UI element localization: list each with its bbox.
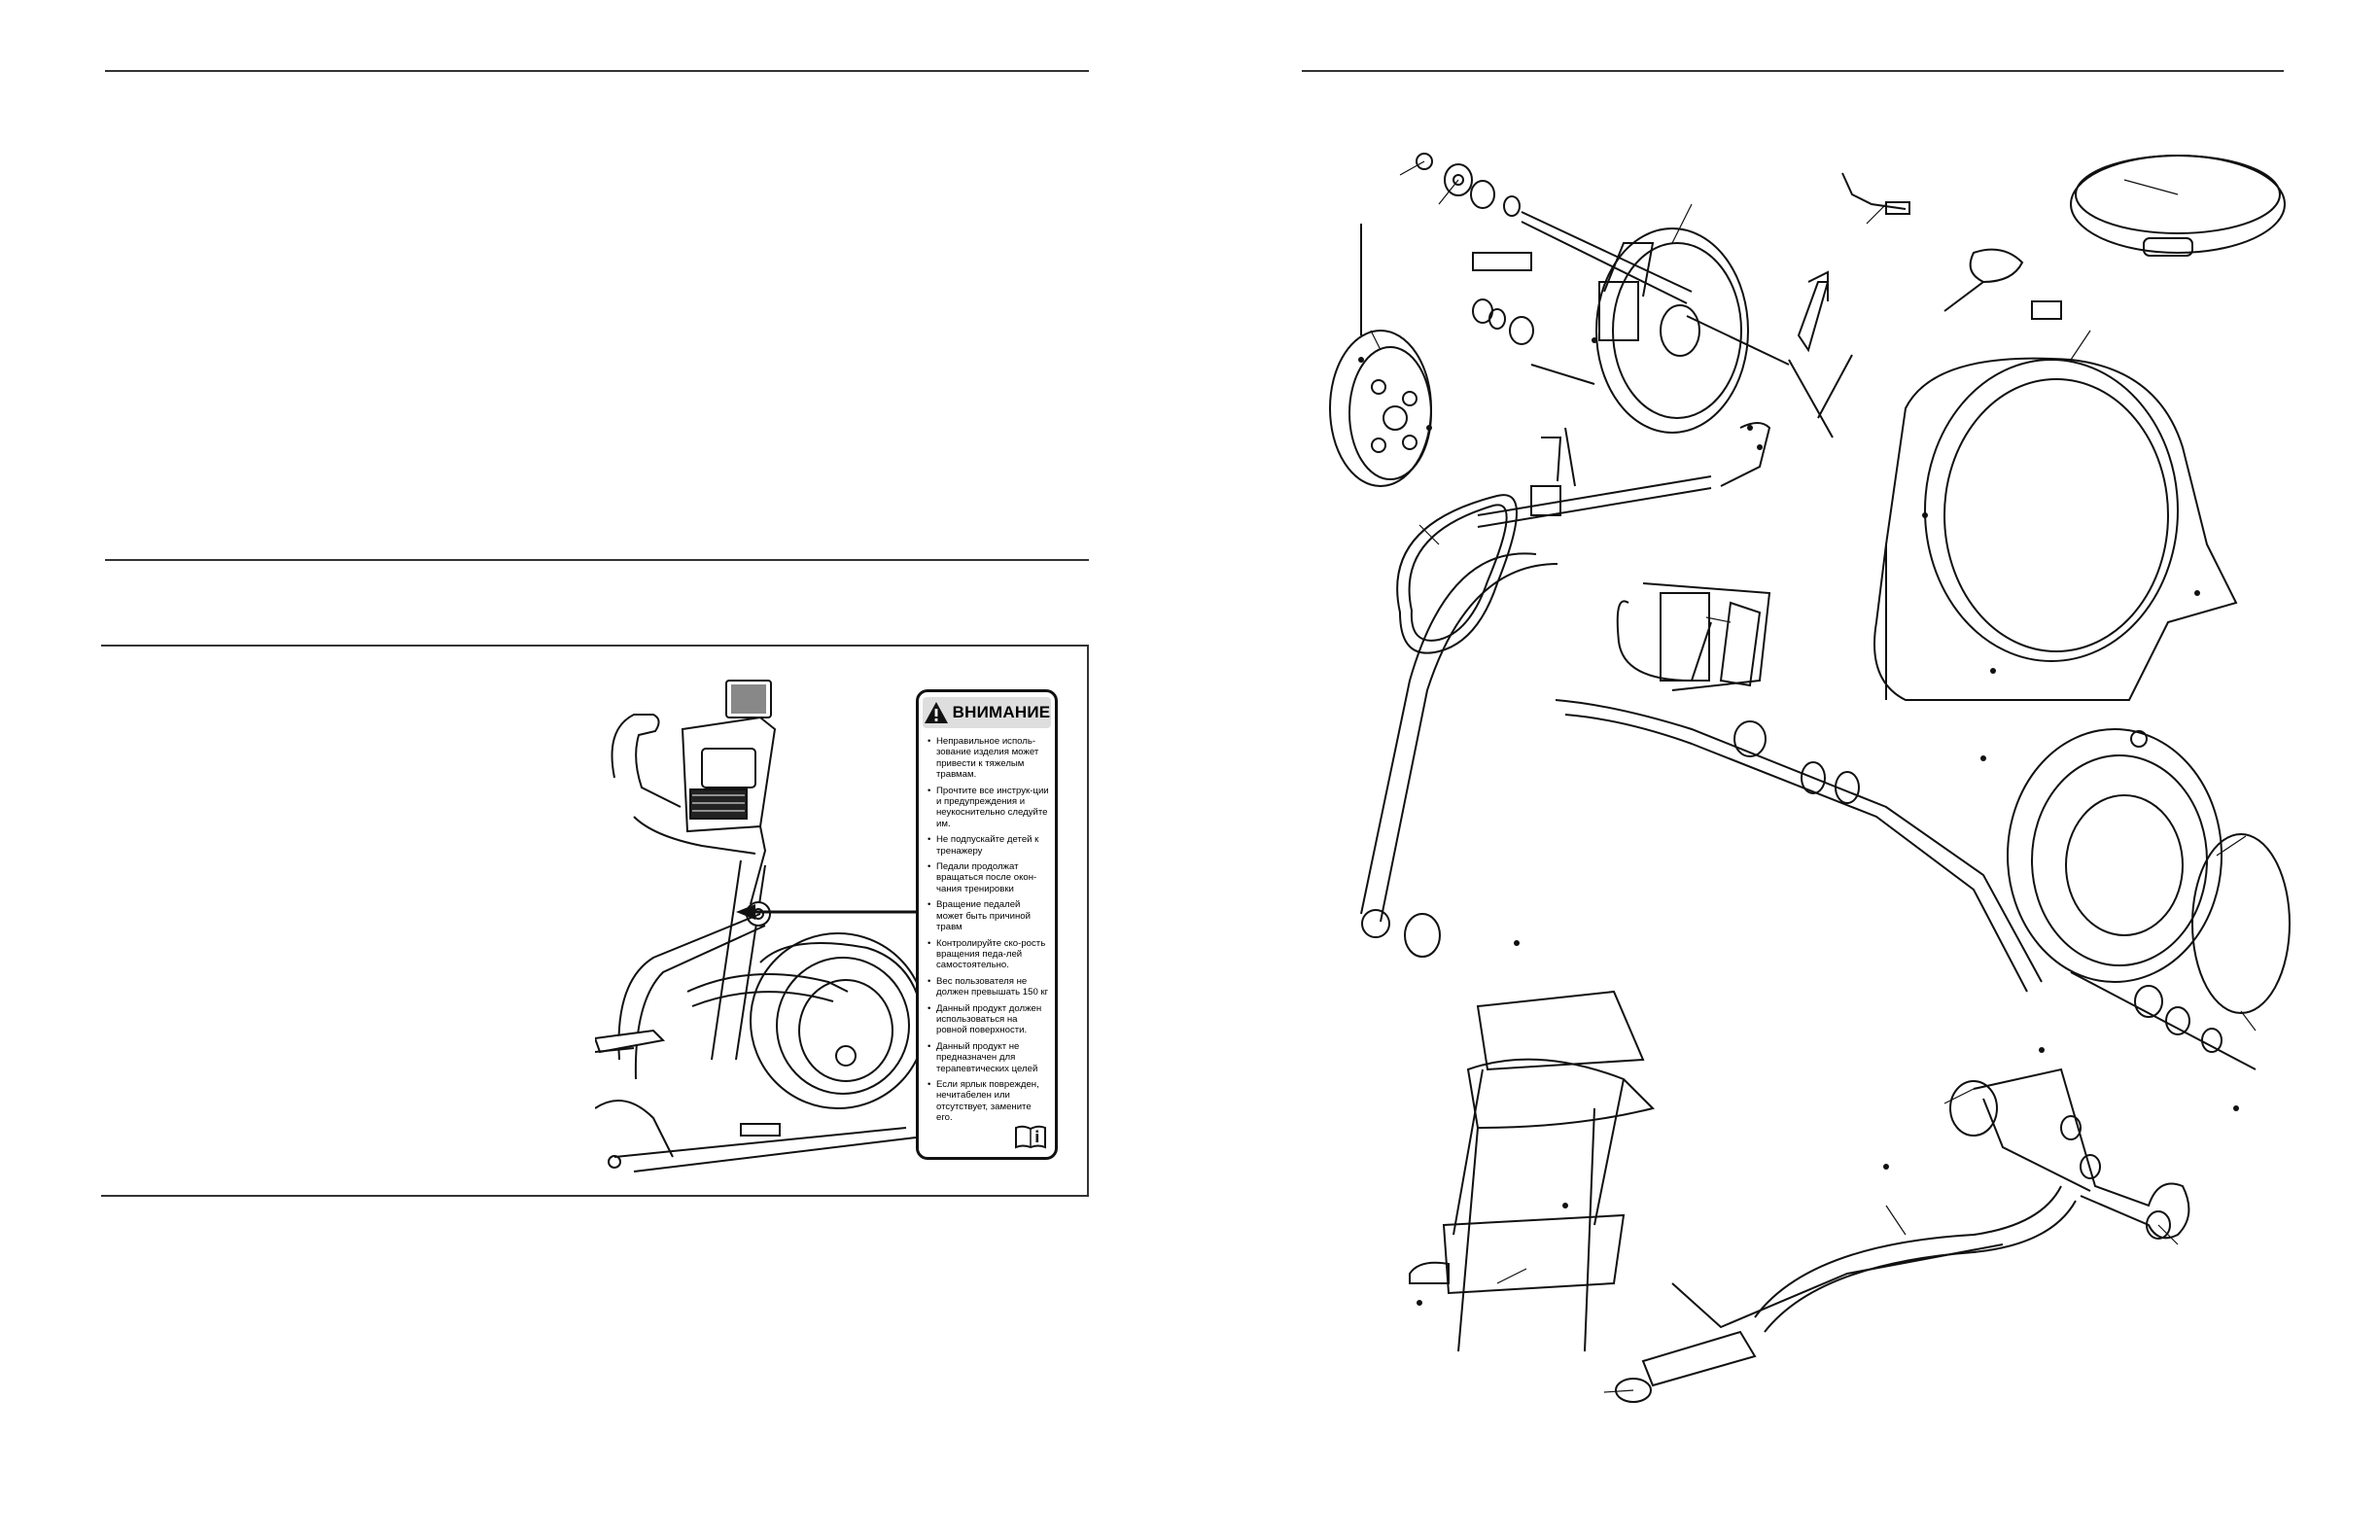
warning-panel-frame <box>101 645 1089 1197</box>
warning-triangle-icon <box>924 702 948 723</box>
warning-label: ВНИМАНИЕ Неправильное исполь-зование изд… <box>916 689 1058 1160</box>
elliptical-trainer-illustration <box>595 680 926 1172</box>
warning-item: Не подпускайте детей к тренажеру <box>928 834 1049 857</box>
warning-item: Данный продукт не предназначен для терап… <box>928 1041 1049 1074</box>
warning-item: Данный продукт должен использоваться на … <box>928 1003 1049 1036</box>
warning-item: Если ярлык поврежден, нечитабелен или от… <box>928 1079 1049 1124</box>
warning-item: Прочтите все инструк-ции и предупреждени… <box>928 786 1049 830</box>
manual-book-icon <box>1015 1125 1046 1149</box>
warning-item: Педали продолжат вращаться после окон-ча… <box>928 861 1049 894</box>
middle-rule-left <box>105 559 1089 561</box>
warning-item: Вращение педалей может быть причиной тра… <box>928 899 1049 932</box>
warning-item: Контролируйте ско-рость вращения педа-ле… <box>928 938 1049 971</box>
warning-item: Вес пользователя не должен превышать 150… <box>928 976 1049 998</box>
warning-label-header: ВНИМАНИЕ <box>923 697 1051 728</box>
warning-list: Неправильное исполь-зование изделия може… <box>919 736 1055 1124</box>
warning-title: ВНИМАНИЕ <box>952 703 1051 721</box>
top-rule-right <box>1302 70 2284 72</box>
warning-item: Неправильное исполь-зование изделия може… <box>928 736 1049 781</box>
top-rule-left <box>105 70 1089 72</box>
elliptical-exploded-parts-diagram <box>1329 153 2291 1403</box>
